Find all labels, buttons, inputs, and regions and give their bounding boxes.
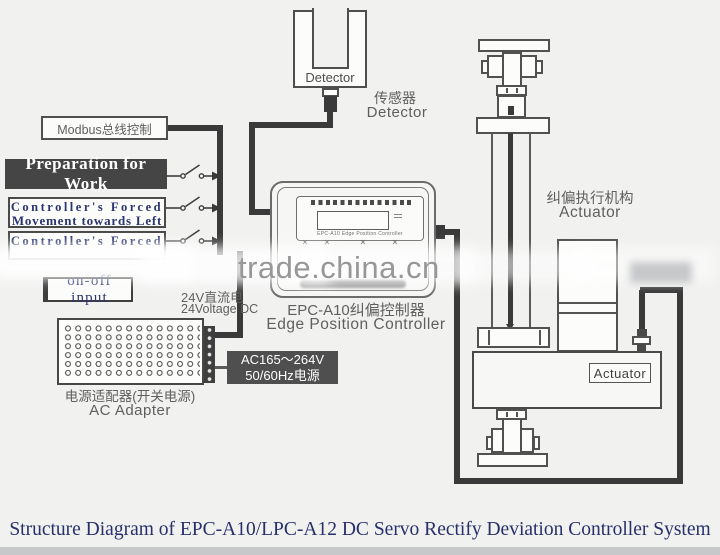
bottom-block-right bbox=[520, 428, 534, 453]
modbus-box: Modbus总线控制 bbox=[41, 116, 168, 140]
motor-wire-horizontal bbox=[640, 287, 683, 293]
dc24v-label-cn: 24V直流电 bbox=[181, 290, 244, 305]
actuator-box-label: Actuator bbox=[593, 365, 647, 381]
guide-rod-left bbox=[491, 133, 493, 328]
dc24v-label-en: 24Voltage DC bbox=[181, 302, 259, 316]
preparation-box: Preparation for Work bbox=[5, 154, 167, 193]
detector-cable-plug-drop bbox=[327, 109, 333, 126]
actuator-label-en: Actuator bbox=[559, 204, 621, 221]
controller-label-en: Edge Position Controller bbox=[266, 316, 446, 333]
controller-output-plug bbox=[436, 225, 445, 239]
adapter-label-cn: 电源适配器(开关电源) bbox=[64, 389, 196, 404]
motor-connector-top bbox=[637, 329, 647, 336]
actuator-label-cn: 纠偏执行机构 bbox=[546, 191, 634, 207]
motor-wire-vertical bbox=[639, 290, 645, 332]
caption: Structure Diagram of EPC-A10/LPC-A12 DC … bbox=[9, 519, 711, 540]
forced-left-box: Controller's Forced Movement towards Lef… bbox=[8, 197, 166, 228]
controller-panel-label: EPC-A10 Edge Position Controller bbox=[317, 231, 403, 237]
frame-left-bar bbox=[454, 229, 460, 483]
forced-right-line1: Controller's Forced bbox=[10, 234, 164, 248]
motor-connector-stem bbox=[637, 344, 646, 352]
forced-left-line2: Movement towards Left bbox=[11, 213, 163, 228]
actuator-top-flange bbox=[478, 39, 550, 52]
watermark-smudge bbox=[630, 262, 692, 283]
preparation-label: Preparation for Work bbox=[25, 154, 147, 193]
screw-rod bbox=[508, 133, 513, 325]
onoff-input-box: on-off input bbox=[43, 273, 133, 306]
knob-icon: ✕ bbox=[359, 237, 367, 247]
joint-block-right bbox=[520, 55, 537, 78]
sensor-label-cn: 传感器 bbox=[374, 90, 416, 106]
watermark-fog bbox=[300, 247, 475, 285]
switch-icon bbox=[166, 229, 221, 246]
watermark-fog bbox=[460, 250, 590, 282]
forced-left-line1: Controller's Forced bbox=[10, 200, 164, 214]
panel-button-lines bbox=[394, 214, 402, 215]
knob-icon: ✕ bbox=[391, 237, 399, 247]
controller-output-wire bbox=[443, 229, 457, 235]
bottom-tab-right bbox=[533, 436, 540, 450]
ac-adapter bbox=[57, 318, 204, 385]
sensor-label-en: Detector bbox=[366, 104, 428, 121]
bottom-column bbox=[502, 418, 522, 454]
ac-power-line2: 50/60Hz电源 bbox=[245, 368, 320, 383]
adapter-label-en: AC Adapter bbox=[89, 402, 171, 419]
watermark-fog bbox=[140, 246, 330, 284]
modbus-label: Modbus总线控制 bbox=[57, 122, 152, 137]
actuator-crossbar bbox=[476, 117, 550, 134]
detector-cable-horizontal bbox=[249, 122, 333, 128]
bottom-strip bbox=[0, 547, 720, 555]
ac-power-line1: AC165～264V bbox=[240, 352, 325, 367]
controller-display bbox=[317, 211, 389, 230]
input-bus-wire-vertical bbox=[217, 125, 223, 255]
ac-power-box: AC165～264V 50/60Hz电源 bbox=[227, 351, 338, 384]
adapter-terminal-strip bbox=[204, 326, 215, 383]
dc24v-wire-vertical bbox=[237, 251, 243, 338]
modbus-bus-wire-horizontal bbox=[164, 125, 221, 131]
detector-plug bbox=[324, 96, 337, 112]
switch-icon bbox=[166, 196, 221, 213]
ac-wire bbox=[215, 366, 228, 369]
detector-cable-to-controller bbox=[249, 209, 274, 215]
watermark-text: trade.china.cn bbox=[238, 250, 440, 285]
frame-right-bar bbox=[677, 287, 683, 483]
knob-icon: ✕ bbox=[301, 237, 309, 247]
dc24v-wire-horizontal bbox=[209, 332, 243, 338]
detector-slot bbox=[312, 8, 349, 69]
slide-block bbox=[477, 327, 550, 348]
motor-nub bbox=[508, 106, 514, 115]
detector-device-label: Detector bbox=[305, 70, 355, 85]
controller-label-cn: EPC-A10纠偏控制器 bbox=[287, 302, 425, 319]
controller-inner-face bbox=[277, 187, 429, 291]
bottom-flange bbox=[477, 453, 548, 467]
frame-bottom-bar bbox=[454, 478, 683, 484]
knob-icon: ✕ bbox=[323, 237, 331, 247]
guide-rod-right bbox=[529, 133, 531, 328]
terminal-row bbox=[311, 200, 411, 205]
panel-button-lines bbox=[394, 217, 402, 218]
detector-cable-vertical bbox=[249, 122, 255, 214]
adapter-vent-holes bbox=[63, 324, 200, 378]
switch-icon bbox=[166, 164, 221, 181]
actuator-name-box: Actuator bbox=[589, 363, 651, 383]
